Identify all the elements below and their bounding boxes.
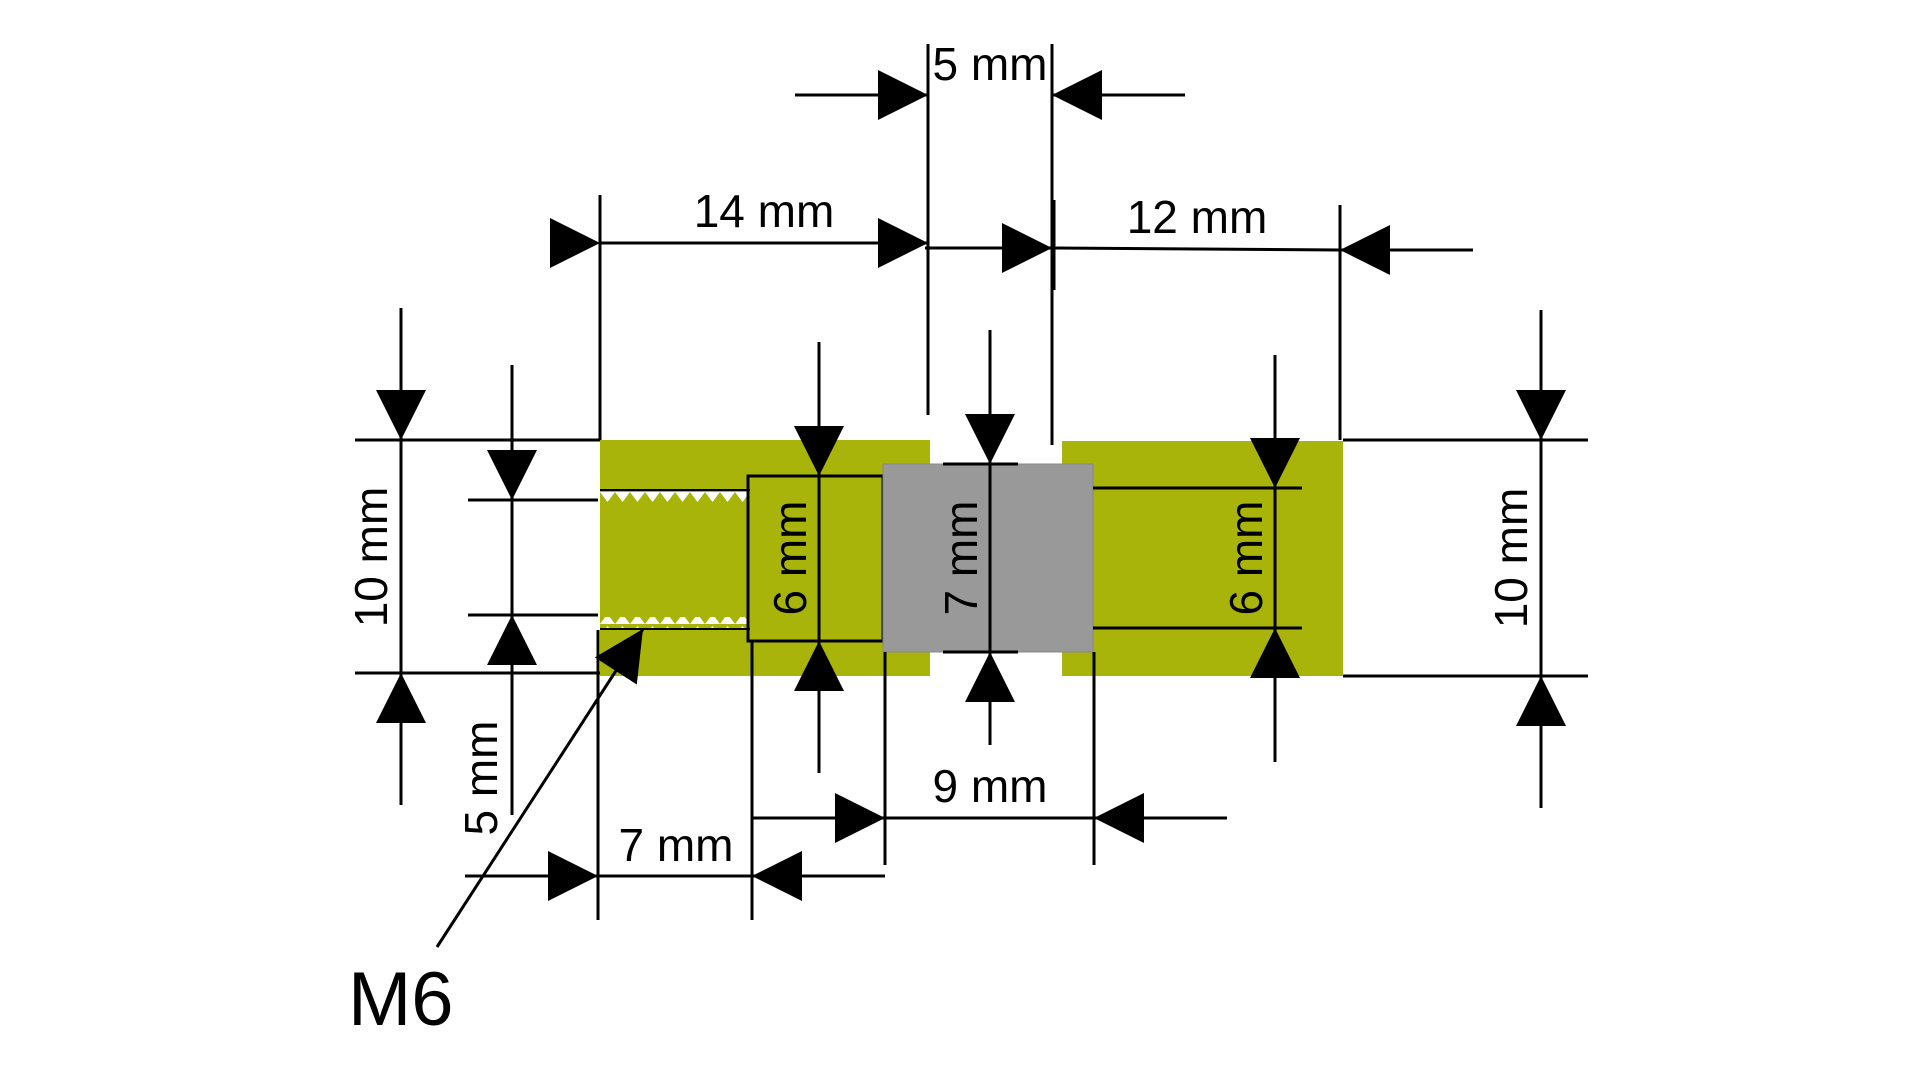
dimension-labels: 5 mm 14 mm 12 mm 10 mm 5 mm 6 mm 7 mm 6 … <box>345 38 1537 1042</box>
label-m6-callout: M6 <box>348 957 454 1042</box>
label-thread-depth: 5 mm <box>455 721 507 836</box>
label-right-bore: 6 mm <box>1220 501 1272 616</box>
label-right-height: 10 mm <box>1485 488 1537 629</box>
label-left-length: 14 mm <box>694 185 835 237</box>
thread-teeth-bottom <box>600 617 750 629</box>
label-left-height: 10 mm <box>345 487 397 628</box>
center-insert <box>882 463 1094 653</box>
right-sleeve <box>1062 441 1343 676</box>
label-thread-length: 7 mm <box>619 819 734 871</box>
m6-leader-line <box>435 628 645 948</box>
label-top-gap: 5 mm <box>933 38 1048 90</box>
label-center-insert: 7 mm <box>935 501 987 616</box>
label-left-bore: 6 mm <box>764 501 816 616</box>
dimension-lines <box>355 44 1588 948</box>
label-right-length: 12 mm <box>1127 191 1268 243</box>
label-insert-length: 9 mm <box>933 760 1048 812</box>
thread-teeth-top <box>600 490 750 502</box>
thread-bore <box>600 498 750 626</box>
right-length-line <box>1053 246 1341 252</box>
